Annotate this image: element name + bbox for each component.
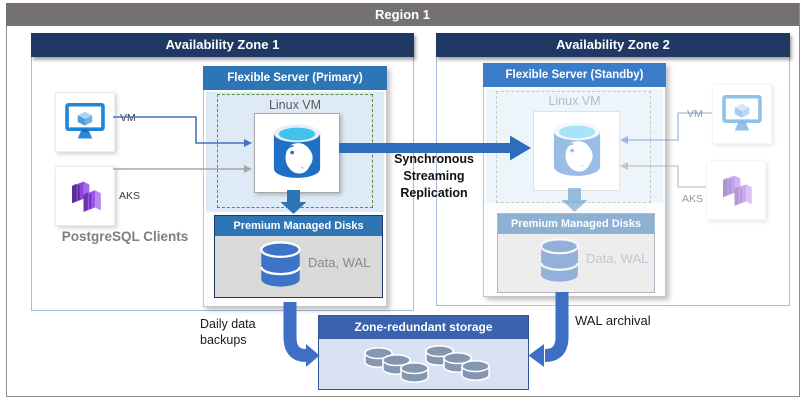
standby-linux-vm-label: Linux VM bbox=[548, 94, 601, 108]
storage-disk-icon bbox=[460, 360, 491, 383]
zone-redundant-storage-header: Zone-redundant storage bbox=[319, 316, 528, 339]
replication-annotation: Synchronous Streaming Replication bbox=[394, 152, 474, 200]
flexible-server-standby: Flexible Server (Standby) Linux VM Premi… bbox=[483, 63, 666, 297]
aks-icon bbox=[723, 175, 752, 206]
standby-aks-client-label: AKS bbox=[682, 193, 704, 205]
standby-aks-client-card bbox=[706, 160, 766, 220]
primary-disk-wrap bbox=[258, 241, 303, 294]
region-header: Region 1 bbox=[6, 3, 799, 26]
flexible-server-primary: Flexible Server (Primary) Linux VM Premi… bbox=[203, 66, 387, 307]
primary-linux-vm-label: Linux VM bbox=[268, 98, 322, 112]
standby-premium-disks-header: Premium Managed Disks bbox=[498, 214, 654, 234]
zone-redundant-storage-box: Zone-redundant storage bbox=[318, 315, 529, 390]
primary-premium-disks-header: Premium Managed Disks bbox=[215, 216, 382, 236]
primary-postgresql-card bbox=[254, 113, 340, 193]
flexible-server-standby-header: Flexible Server (Standby) bbox=[483, 63, 666, 87]
postgresql-clients-title: PostgreSQL Clients bbox=[61, 229, 189, 244]
storage-disk-icon bbox=[399, 362, 430, 385]
postgresql-icon bbox=[273, 124, 321, 178]
vm-icon bbox=[65, 102, 105, 139]
wal-archival-annotation: WAL archival bbox=[575, 313, 651, 328]
standby-vm-client-card bbox=[712, 84, 772, 144]
managed-disk-icon bbox=[260, 241, 301, 287]
aks-client-label: AKS bbox=[119, 190, 141, 202]
aks-icon bbox=[72, 181, 101, 212]
availability-zone-2-header: Availability Zone 2 bbox=[436, 33, 790, 57]
managed-disk-icon bbox=[539, 238, 580, 282]
standby-disk-wrap bbox=[538, 238, 581, 289]
standby-data-wal-label: Data, WAL bbox=[586, 251, 649, 266]
availability-zone-1-header: Availability Zone 1 bbox=[31, 33, 414, 57]
primary-premium-disks-box: Premium Managed Disks Data, WAL bbox=[214, 215, 383, 298]
standby-vm-client-label: VM bbox=[687, 108, 703, 120]
postgresql-icon bbox=[553, 122, 600, 176]
primary-data-wal-label: Data, WAL bbox=[308, 255, 371, 270]
vm-client-label: VM bbox=[120, 112, 136, 124]
daily-backups-annotation: Daily data backups bbox=[200, 317, 256, 348]
flexible-server-primary-header: Flexible Server (Primary) bbox=[203, 66, 387, 90]
standby-postgresql-card bbox=[533, 111, 620, 191]
vm-icon bbox=[722, 94, 762, 131]
standby-premium-disks-box: Premium Managed Disks Data, WAL bbox=[497, 213, 655, 293]
vm-client-card bbox=[55, 92, 115, 152]
aks-client-card bbox=[55, 166, 115, 226]
